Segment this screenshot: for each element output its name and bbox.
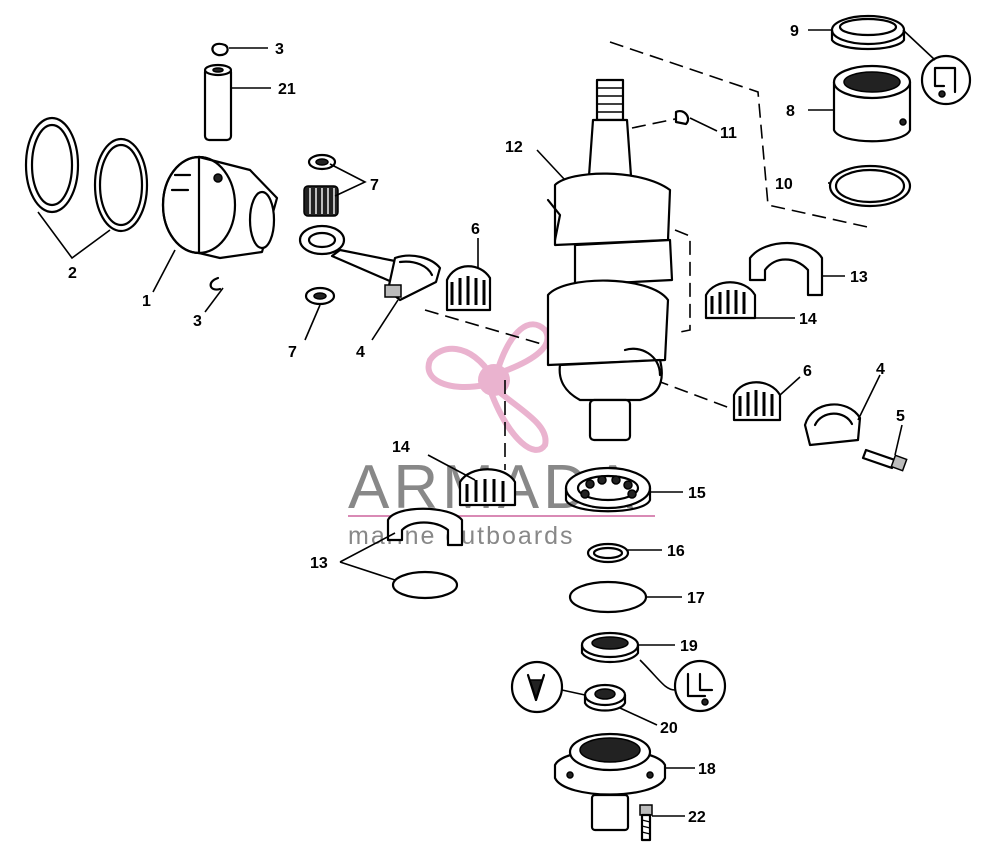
callout-14-right: 14 <box>799 311 817 328</box>
rod-bearing-upper <box>445 265 492 312</box>
crankshaft <box>546 78 674 442</box>
wrist-pin-bearing <box>303 153 339 306</box>
callout-22: 22 <box>688 809 706 826</box>
callout-8: 8 <box>786 103 795 120</box>
leader-lines <box>37 29 936 817</box>
lower-o-ring <box>568 580 648 614</box>
callout-labels: 3 21 2 1 3 7 7 4 6 12 11 9 8 10 13 14 6 … <box>68 23 905 826</box>
callout-3-top: 3 <box>275 41 284 58</box>
callout-4-rod: 4 <box>356 344 365 361</box>
callout-19: 19 <box>680 638 698 655</box>
callout-17: 17 <box>687 590 705 607</box>
main-bearing-half-left <box>386 507 464 547</box>
callout-5: 5 <box>896 408 905 425</box>
lower-seal-outer <box>580 631 640 663</box>
propeller-logo <box>425 321 551 453</box>
upper-main-bearing <box>832 64 912 143</box>
sealant-symbol-right <box>673 659 727 713</box>
housing-screw <box>639 804 653 842</box>
rod-bearing-lower <box>732 381 782 422</box>
snap-ring <box>586 542 630 564</box>
callout-1: 1 <box>142 293 151 310</box>
woodruff-key <box>674 110 690 126</box>
callout-21: 21 <box>278 81 296 98</box>
rod-bolt <box>861 448 908 472</box>
roller-cage-right <box>704 281 757 320</box>
callout-7-bottom: 7 <box>288 344 297 361</box>
callout-13-right: 13 <box>850 269 868 286</box>
callout-4-cap: 4 <box>876 361 885 378</box>
callout-10: 10 <box>775 176 793 193</box>
grease-symbol-left <box>510 660 564 714</box>
lower-seal-inner <box>583 683 627 712</box>
sealant-symbol-top <box>920 54 972 106</box>
main-bearing-half-right <box>748 241 824 297</box>
callout-9: 9 <box>790 23 799 40</box>
dashed-alignment-lines <box>424 41 873 470</box>
piston-pin <box>203 63 233 142</box>
callout-15: 15 <box>688 485 706 502</box>
callout-16: 16 <box>667 543 685 560</box>
piston-rings <box>24 116 149 233</box>
lower-bearing-housing <box>553 732 667 832</box>
callout-7-top: 7 <box>370 177 379 194</box>
callout-3-bottom: 3 <box>193 313 202 330</box>
callout-6-bottom: 6 <box>803 363 812 380</box>
ball-bearing <box>564 466 652 513</box>
retaining-ring-left <box>391 570 459 600</box>
piston-pin-circlips <box>209 42 229 291</box>
top-seal <box>830 14 906 51</box>
roller-cage-left <box>458 468 517 507</box>
callout-20: 20 <box>660 720 678 737</box>
callout-14-left: 14 <box>392 439 410 456</box>
callout-13-left: 13 <box>310 555 328 572</box>
callout-12: 12 <box>505 139 523 156</box>
callout-11: 11 <box>720 125 737 142</box>
upper-o-ring <box>828 164 912 208</box>
callout-6-top: 6 <box>471 221 480 238</box>
rod-cap <box>803 403 862 447</box>
callout-2: 2 <box>68 265 77 282</box>
callout-18: 18 <box>698 761 716 778</box>
piston <box>161 155 279 260</box>
connecting-rod <box>298 224 442 302</box>
